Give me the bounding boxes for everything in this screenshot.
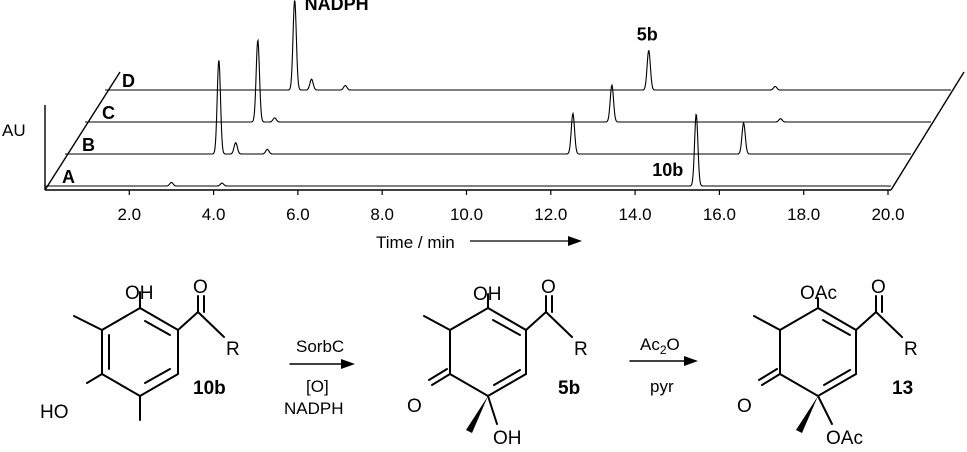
atom-label: R bbox=[226, 339, 240, 360]
reaction-scheme bbox=[73, 291, 903, 433]
atom-label: OH bbox=[125, 283, 154, 304]
reagent-label: NADPH bbox=[284, 399, 344, 418]
x-tick-label: 18.0 bbox=[787, 205, 820, 224]
atom-label: O bbox=[871, 277, 886, 298]
peak-label-nadph: NADPH bbox=[305, 0, 369, 14]
reagent-label: pyr bbox=[650, 377, 674, 396]
reagent-label: Ac2O bbox=[640, 335, 680, 357]
reaction-arrow-1 bbox=[289, 359, 355, 369]
scheme-labels: OH HO O R 10b SorbC [O] NADPH OH O OH O … bbox=[40, 277, 918, 449]
x-tick-label: 2.0 bbox=[117, 205, 141, 224]
trace-d bbox=[105, 0, 951, 91]
trace-label-a: A bbox=[62, 167, 75, 187]
x-tick-label: 12.0 bbox=[534, 205, 567, 224]
x-tick-label: 14.0 bbox=[619, 205, 652, 224]
trace-c bbox=[85, 38, 931, 123]
compound-label: 13 bbox=[892, 378, 913, 399]
atom-label: R bbox=[904, 339, 918, 360]
x-tick-label: 20.0 bbox=[871, 205, 904, 224]
trace-label-d: D bbox=[122, 71, 135, 91]
reaction-arrow-2 bbox=[629, 356, 698, 366]
peak-label-10b: 10b bbox=[652, 160, 683, 180]
trace-b bbox=[65, 60, 911, 155]
compound-5b bbox=[423, 293, 573, 425]
compound-label: 10b bbox=[193, 378, 226, 399]
atom-label: O bbox=[407, 396, 422, 417]
reagent-label: [O] bbox=[306, 377, 329, 396]
atom-label: O bbox=[541, 277, 556, 298]
atom-label: OAc bbox=[800, 283, 837, 304]
x-tick-label: 4.0 bbox=[202, 205, 226, 224]
reagent-label: SorbC bbox=[296, 337, 344, 356]
x-tick-label: 8.0 bbox=[370, 205, 394, 224]
x-tick-label: 10.0 bbox=[450, 205, 483, 224]
y-axis-label: AU bbox=[2, 121, 26, 140]
traces: A 10b BCD NADPH 5b bbox=[45, 0, 951, 187]
depth-axis-right bbox=[890, 71, 965, 191]
atom-label: OAc bbox=[826, 428, 863, 449]
depth-axis-line bbox=[44, 71, 121, 191]
atom-label: OH bbox=[493, 428, 522, 449]
trace-label-c: C bbox=[102, 103, 115, 123]
atom-label: R bbox=[574, 339, 588, 360]
peak-label-5b: 5b bbox=[637, 24, 658, 44]
x-axis-label: Time / min bbox=[376, 233, 455, 252]
compound-13 bbox=[753, 295, 903, 425]
x-tick-label: 16.0 bbox=[703, 205, 736, 224]
atom-label: O bbox=[737, 396, 752, 417]
trace-label-b: B bbox=[82, 135, 95, 155]
atom-label: OH bbox=[473, 284, 502, 305]
time-arrow bbox=[470, 236, 582, 246]
x-tick-label: 6.0 bbox=[286, 205, 310, 224]
atom-label: O bbox=[193, 277, 208, 298]
chromatogram: AU A 10b BCD NADPH 5b 2.0 4.0 6.0 8.0 10.0 12.0 14… bbox=[2, 0, 965, 252]
trace-a bbox=[45, 113, 891, 187]
compound-10b bbox=[73, 291, 225, 421]
plot-frame bbox=[44, 71, 965, 191]
atom-label: HO bbox=[40, 402, 69, 423]
x-axis-ticks: 2.0 4.0 6.0 8.0 10.0 12.0 14.0 16.0 18.0 20.0 bbox=[117, 190, 905, 224]
compound-label: 5b bbox=[558, 378, 580, 399]
